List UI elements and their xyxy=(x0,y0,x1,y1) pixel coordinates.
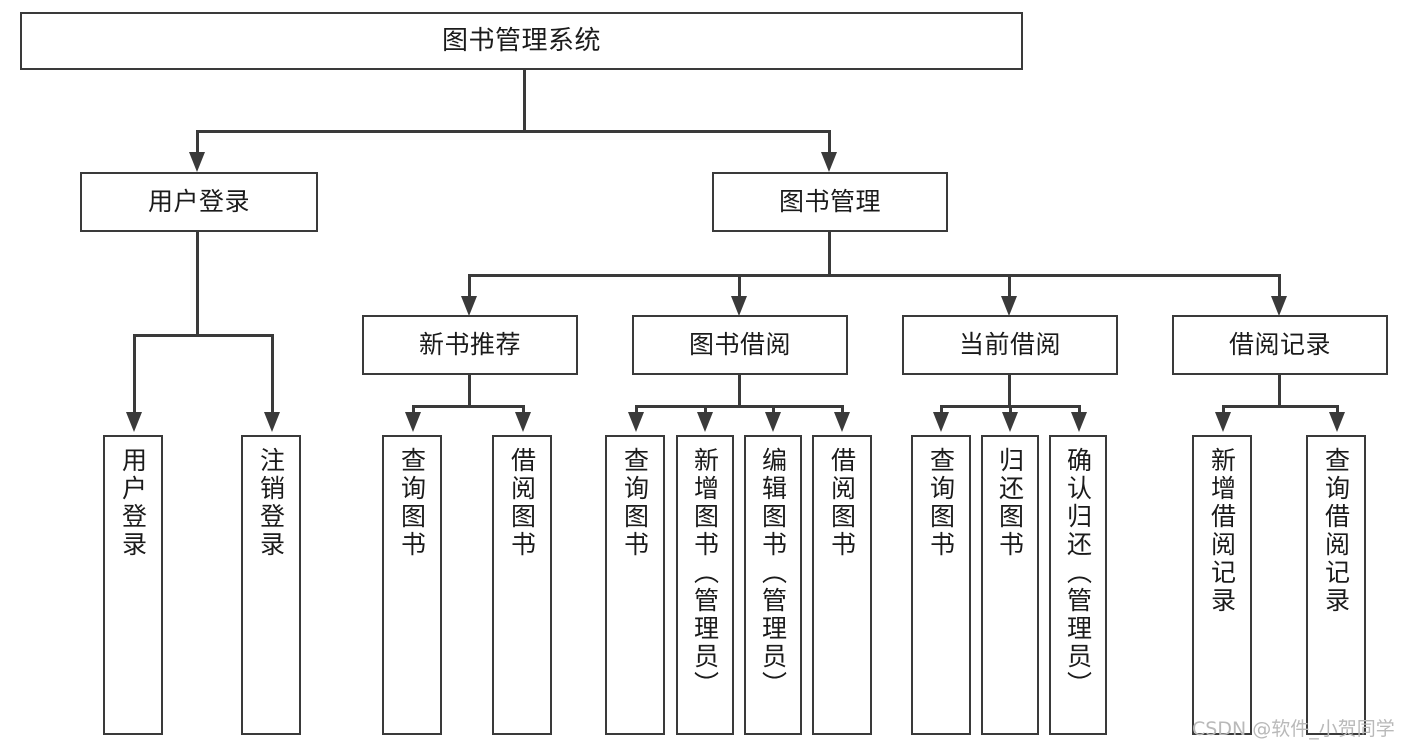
node-label: 新增图书（管理员） xyxy=(690,447,720,699)
node-book-management[interactable]: 图书管理 xyxy=(712,172,948,232)
node-label: 新增借阅记录 xyxy=(1207,447,1237,615)
node-label: 图书管理系统 xyxy=(441,25,601,56)
arrowhead-leaf-br-2 xyxy=(1329,412,1345,432)
arrowhead-leaf-cb-2 xyxy=(1002,412,1018,432)
arrowhead-leaf-cb-3 xyxy=(1071,412,1087,432)
node-root-book-management-system[interactable]: 图书管理系统 xyxy=(20,12,1023,70)
connector-drop-user-login xyxy=(196,130,199,158)
arrowhead-leaf-br-1 xyxy=(1215,412,1231,432)
connector-borrow-record-stem xyxy=(1278,375,1281,407)
node-label: 编辑图书（管理员） xyxy=(758,447,788,699)
leaf-nbr-borrow-book[interactable]: 借阅图书 xyxy=(492,435,552,735)
connector-drop-new-book-recommend xyxy=(468,274,471,302)
node-label: 借阅记录 xyxy=(1228,330,1331,360)
connector-drop-leaf-logout xyxy=(271,334,274,416)
arrowhead-user-login xyxy=(189,152,205,172)
connector-drop-leaf-cb-3 xyxy=(1078,405,1081,417)
arrowhead-leaf-bb-4 xyxy=(834,412,850,432)
connector-current-borrow-stem xyxy=(1008,375,1011,407)
connector-book-borrow-bus xyxy=(635,405,842,408)
node-label: 确认归还（管理员） xyxy=(1063,447,1093,699)
node-borrow-record[interactable]: 借阅记录 xyxy=(1172,315,1388,375)
connector-root-stem xyxy=(523,70,526,132)
arrowhead-new-book-recommend xyxy=(461,296,477,316)
arrowhead-leaf-bb-3 xyxy=(765,412,781,432)
node-label: 借阅图书 xyxy=(507,447,537,559)
connector-book-borrow-stem xyxy=(738,375,741,407)
arrowhead-borrow-record xyxy=(1271,296,1287,316)
leaf-nbr-query-book[interactable]: 查询图书 xyxy=(382,435,442,735)
leaf-cb-return-book[interactable]: 归还图书 xyxy=(981,435,1039,735)
leaf-bb-edit-book-admin[interactable]: 编辑图书（管理员） xyxy=(744,435,802,735)
connector-drop-leaf-nbr-2 xyxy=(522,405,525,417)
connector-drop-borrow-record xyxy=(1278,274,1281,302)
connector-drop-leaf-user-login xyxy=(133,334,136,416)
arrowhead-leaf-nbr-1 xyxy=(405,412,421,432)
connector-drop-leaf-nbr-1 xyxy=(412,405,415,417)
node-label: 借阅图书 xyxy=(827,447,857,559)
leaf-bb-borrow-book[interactable]: 借阅图书 xyxy=(812,435,872,735)
arrowhead-book-borrow xyxy=(731,296,747,316)
connector-drop-leaf-br-2 xyxy=(1336,405,1339,417)
connector-borrow-record-bus xyxy=(1222,405,1338,408)
arrowhead-current-borrow xyxy=(1001,296,1017,316)
node-label: 图书借阅 xyxy=(688,330,791,360)
connector-drop-current-borrow xyxy=(1008,274,1011,302)
leaf-br-add-record[interactable]: 新增借阅记录 xyxy=(1192,435,1252,735)
connector-user-login-bus xyxy=(133,334,273,337)
leaf-bb-add-book-admin[interactable]: 新增图书（管理员） xyxy=(676,435,734,735)
connector-user-login-stem xyxy=(196,232,199,336)
arrowhead-leaf-nbr-2 xyxy=(515,412,531,432)
arrowhead-book-management xyxy=(821,152,837,172)
connector-level3-bus xyxy=(468,274,1280,277)
node-new-book-recommend[interactable]: 新书推荐 xyxy=(362,315,578,375)
connector-drop-book-borrow xyxy=(738,274,741,302)
connector-drop-leaf-cb-1 xyxy=(940,405,943,417)
connector-book-management-stem xyxy=(828,232,831,276)
arrowhead-leaf-cb-1 xyxy=(933,412,949,432)
connector-level2-bus xyxy=(196,130,829,133)
leaf-cb-query-book[interactable]: 查询图书 xyxy=(911,435,971,735)
connector-drop-leaf-cb-2 xyxy=(1009,405,1012,417)
node-label: 归还图书 xyxy=(995,447,1025,559)
node-label: 注销登录 xyxy=(256,447,286,559)
connector-drop-leaf-bb-4 xyxy=(841,405,844,417)
leaf-cb-confirm-return-admin[interactable]: 确认归还（管理员） xyxy=(1049,435,1107,735)
arrowhead-leaf-user-login xyxy=(126,412,142,432)
leaf-bb-query-book[interactable]: 查询图书 xyxy=(605,435,665,735)
connector-new-book-recommend-stem xyxy=(468,375,471,407)
leaf-br-query-record[interactable]: 查询借阅记录 xyxy=(1306,435,1366,735)
node-user-login[interactable]: 用户登录 xyxy=(80,172,318,232)
node-label: 查询图书 xyxy=(620,447,650,559)
leaf-user-login[interactable]: 用户登录 xyxy=(103,435,163,735)
node-label: 新书推荐 xyxy=(418,330,521,360)
connector-drop-leaf-bb-2 xyxy=(704,405,707,417)
node-label: 用户登录 xyxy=(118,447,148,559)
node-label: 查询图书 xyxy=(397,447,427,559)
node-label: 用户登录 xyxy=(147,187,250,217)
arrowhead-leaf-bb-2 xyxy=(697,412,713,432)
node-label: 当前借阅 xyxy=(958,330,1061,360)
node-label: 查询借阅记录 xyxy=(1321,447,1351,615)
arrowhead-leaf-bb-1 xyxy=(628,412,644,432)
node-current-borrow[interactable]: 当前借阅 xyxy=(902,315,1118,375)
node-book-borrow[interactable]: 图书借阅 xyxy=(632,315,848,375)
connector-drop-book-management xyxy=(828,130,831,158)
leaf-logout[interactable]: 注销登录 xyxy=(241,435,301,735)
arrowhead-leaf-logout xyxy=(264,412,280,432)
connector-drop-leaf-bb-1 xyxy=(635,405,638,417)
connector-drop-leaf-br-1 xyxy=(1222,405,1225,417)
connector-new-book-recommend-bus xyxy=(412,405,524,408)
node-label: 图书管理 xyxy=(778,187,881,217)
node-label: 查询图书 xyxy=(926,447,956,559)
connector-drop-leaf-bb-3 xyxy=(772,405,775,417)
